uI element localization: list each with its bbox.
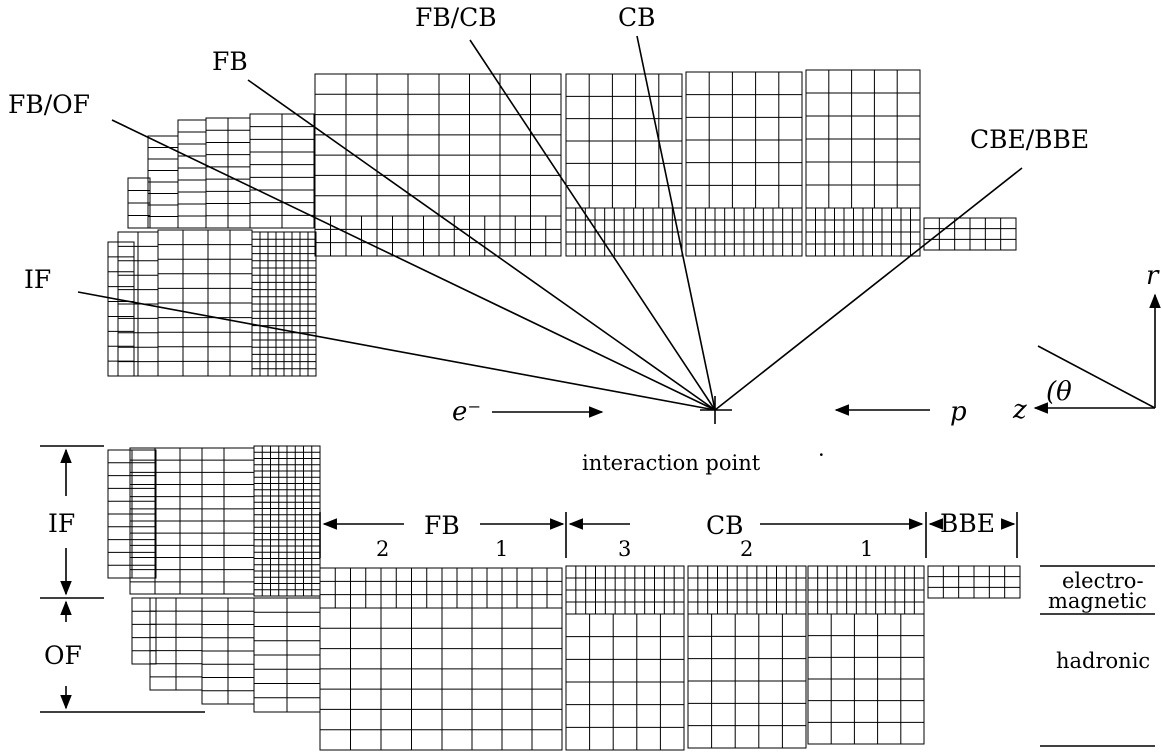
fb-hadronic-top	[438, 73, 562, 217]
fb-em-top	[438, 215, 562, 257]
label-electromagnetic-1: electro-	[1062, 569, 1144, 593]
if-cells-top	[117, 231, 159, 377]
cb-hadronic-bottom	[565, 613, 685, 751]
interaction-point-label: interaction point	[582, 451, 761, 475]
of-cells-top	[205, 117, 251, 229]
svg-text:·: ·	[818, 443, 825, 467]
line-cb	[636, 35, 716, 411]
of-cells-top	[127, 177, 151, 229]
of-cells-bottom	[201, 597, 255, 705]
of-cells-top	[177, 119, 207, 229]
line-fb-cb	[469, 39, 716, 411]
proton-label: p	[950, 397, 967, 427]
cb-em-top	[685, 207, 803, 257]
bbe-bottom	[927, 565, 1021, 599]
if-cells-bottom	[129, 447, 181, 595]
cb-hadronic-bottom	[687, 613, 807, 749]
proton-beam: p	[834, 397, 967, 427]
cb-module-3: 3	[618, 537, 631, 561]
cb-em-bottom	[565, 565, 685, 615]
fb-em-bottom	[319, 567, 443, 609]
line-fb-of	[111, 119, 716, 411]
cb-em-bottom	[687, 565, 807, 615]
electron-beam: e⁻	[452, 397, 604, 427]
if-cells-top	[157, 229, 209, 377]
fb-hadronic-bottom	[319, 607, 443, 751]
label-fb-section: FB	[424, 511, 460, 540]
if-cells-bottom	[253, 445, 321, 597]
fb-module-1: 1	[495, 537, 508, 561]
label-if-section: IF	[48, 509, 75, 538]
fb-em-bottom	[441, 567, 563, 609]
of-cells-top	[249, 113, 315, 229]
section-annotations: IF OF FB CB BBE 2 1 3 2 1 electro- magne…	[40, 445, 1155, 747]
electron-label: e⁻	[452, 397, 481, 427]
line-if	[77, 291, 716, 411]
line-fb	[247, 79, 716, 411]
theta-label: (θ	[1046, 377, 1072, 407]
fb-hadronic-bottom	[441, 607, 563, 751]
label-fb-of: FB/OF	[8, 90, 90, 119]
label-bbe-section: BBE	[940, 509, 995, 538]
fb-module-2: 2	[376, 537, 389, 561]
label-of-section: OF	[44, 641, 82, 670]
of-cells-bottom	[253, 597, 321, 713]
if-cells-bottom	[107, 449, 157, 579]
cb-em-top	[805, 207, 921, 257]
fb-hadronic-top	[314, 73, 440, 217]
cb-em-bottom	[807, 565, 925, 615]
label-cb-section: CB	[706, 511, 744, 540]
cb-em-top	[565, 207, 683, 257]
if-cells-top	[251, 231, 317, 377]
r-axis-label: r	[1146, 261, 1160, 291]
label-cb: CB	[618, 3, 656, 32]
if-cells-bottom	[179, 447, 225, 595]
line-cbe-bbe	[714, 167, 1023, 411]
cb-module-2: 2	[740, 537, 753, 561]
cb-module-1: 1	[860, 537, 873, 561]
label-if: IF	[24, 265, 51, 294]
if-cells-top	[207, 229, 253, 377]
label-cbe-bbe: CBE/BBE	[970, 125, 1089, 154]
cb-hadronic-bottom	[807, 613, 925, 745]
cb-hadronic-top	[805, 69, 921, 209]
if-cells-bottom	[223, 447, 255, 595]
label-fb-cb: FB/CB	[415, 3, 497, 32]
angle-lines	[77, 35, 1023, 424]
cb-hadronic-top	[685, 71, 803, 209]
coordinate-axes: r z (θ	[1012, 261, 1161, 425]
z-axis-label: z	[1012, 395, 1027, 425]
fb-em-top	[314, 215, 440, 257]
if-cells-top	[107, 241, 135, 377]
of-cells-bottom	[131, 597, 157, 665]
label-electromagnetic-2: magnetic	[1048, 589, 1147, 613]
label-fb: FB	[212, 47, 248, 76]
cb-hadronic-top	[565, 73, 683, 209]
of-cells-bottom	[149, 597, 203, 691]
label-hadronic: hadronic	[1056, 649, 1150, 673]
theta-direction-line	[1037, 345, 1156, 409]
